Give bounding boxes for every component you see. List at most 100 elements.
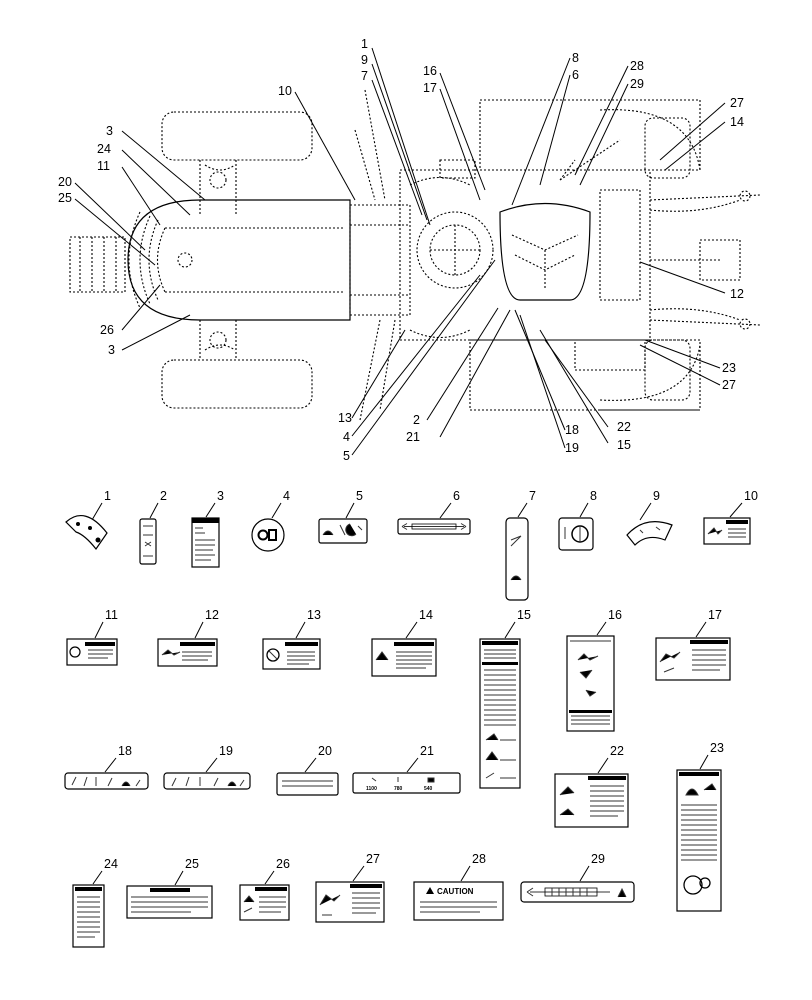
decal-10: 10 [703,489,758,545]
hood [127,199,351,321]
decal-22-number: 22 [610,744,624,758]
decal-4-number: 4 [283,489,290,503]
decal-18-number: 18 [118,744,132,758]
front-right-tire [161,359,313,409]
decal-16: 16 [566,608,622,732]
leader-lines [74,47,726,456]
decal-16-number: 16 [608,608,622,622]
decal-2: 2 [139,489,167,565]
callout-9: 9 [361,53,368,67]
decal-17: 17 [655,608,731,681]
decal-6: 6 [397,489,471,535]
callout-11: 11 [97,159,110,173]
decal-26: 26 [239,857,290,921]
decal-13: 13 [262,608,321,670]
upper-callouts: 1 9 7 10 3 24 11 20 25 26 3 16 17 8 6 28… [58,37,744,463]
decal-12-number: 12 [205,608,219,622]
callout-13: 13 [338,411,352,425]
decal-15: 15 [479,608,531,789]
callout-12: 12 [730,287,744,301]
callout-21: 21 [406,430,420,444]
callout-6: 6 [572,68,579,82]
decal-8: 8 [558,489,597,551]
decal-24: 24 [72,857,118,948]
decal-8-number: 8 [590,489,597,503]
callout-19: 19 [565,441,579,455]
callout-27a: 27 [730,96,744,110]
decal-18: 18 [64,744,149,790]
decal-21-number: 21 [420,744,434,758]
decal-25-number: 25 [185,857,199,871]
decal-28: 28 CAUTION [413,852,504,921]
decal-1: 1 [65,489,111,551]
tractor-top-view [69,89,761,421]
decal-6-number: 6 [453,489,460,503]
callout-25: 25 [58,191,72,205]
callout-26: 26 [100,323,114,337]
decal-9-number: 9 [653,489,660,503]
callout-24: 24 [97,142,111,156]
decal-29: 29 [520,852,635,903]
decal-20-number: 20 [318,744,332,758]
decal-14-number: 14 [419,608,433,622]
callout-3a: 3 [106,124,113,138]
front-weights [69,236,126,293]
decal-25: 25 [126,857,213,919]
decal-23-number: 23 [710,741,724,755]
callout-23: 23 [722,361,736,375]
callout-2: 2 [413,413,420,427]
callout-8: 8 [572,51,579,65]
callout-7: 7 [361,69,368,83]
decal-14: 14 [371,608,437,677]
operator-seat [499,202,591,301]
decal-22: 22 [554,744,629,828]
steering-wheel [416,211,494,289]
decal-15-number: 15 [517,608,531,622]
decal-27-number: 27 [366,852,380,866]
callout-14: 14 [730,115,744,129]
decal-21-value-1100: 1100 [366,786,377,792]
decal-28-number: 28 [472,852,486,866]
decal-7: 7 [505,489,536,601]
callout-10: 10 [278,84,292,98]
decal-7-number: 7 [529,489,536,503]
decal-4: 4 [251,489,290,552]
callout-29: 29 [630,77,644,91]
decal-29-number: 29 [591,852,605,866]
decal-1-number: 1 [104,489,111,503]
decal-26-number: 26 [276,857,290,871]
callout-1: 1 [361,37,368,51]
decal-28-caution-text: CAUTION [437,887,474,896]
callout-17: 17 [423,81,437,95]
decal-2-number: 2 [160,489,167,503]
decal-24-number: 24 [104,857,118,871]
decal-5: 5 [318,489,368,544]
decal-23: 23 [676,741,724,912]
callout-5: 5 [343,449,350,463]
decal-20: 20 [276,744,339,796]
decal-21: 21 1100 780 540 [352,744,461,794]
callout-28: 28 [630,59,644,73]
decal-10-number: 10 [744,489,758,503]
callout-4: 4 [343,430,350,444]
callout-18: 18 [565,423,579,437]
decal-19-number: 19 [219,744,233,758]
callout-22: 22 [617,420,631,434]
decal-27: 27 [315,852,385,923]
decal-12: 12 [157,608,219,667]
decal-3-number: 3 [217,489,224,503]
callout-15: 15 [617,438,631,452]
decal-21-value-780: 780 [394,786,403,792]
decal-5-number: 5 [356,489,363,503]
decal-11: 11 [66,608,118,666]
callout-27b: 27 [722,378,736,392]
decal-19: 19 [163,744,251,790]
decal-17-number: 17 [708,608,722,622]
callout-3b: 3 [108,343,115,357]
decal-9: 9 [626,489,673,546]
callout-20: 20 [58,175,72,189]
decal-11-number: 11 [105,608,118,622]
decal-13-number: 13 [307,608,321,622]
callout-16: 16 [423,64,437,78]
front-left-tire [161,111,313,161]
